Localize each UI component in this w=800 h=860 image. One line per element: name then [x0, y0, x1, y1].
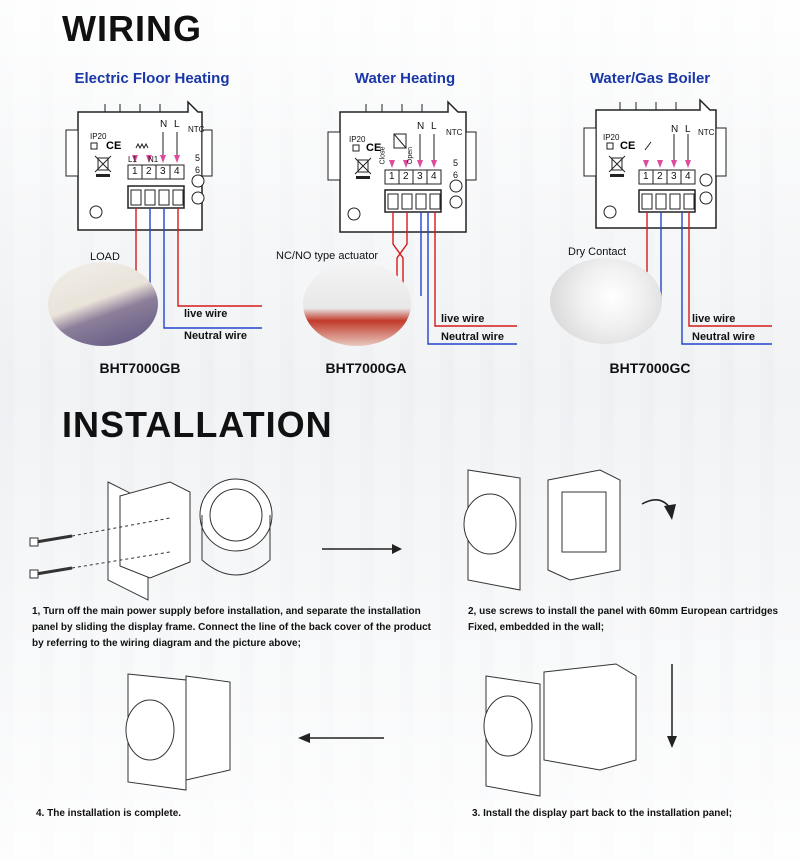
ntc-terminal-5-floor: 5	[195, 153, 201, 163]
step-1-text: 1, Turn off the main power supply before…	[32, 606, 431, 649]
n-label-floor: N	[160, 119, 168, 130]
model-boiler: BHT7000GC	[609, 360, 691, 376]
svg-text:CE: CE	[106, 140, 121, 152]
load-label: LOAD	[90, 251, 120, 263]
dry-contact-photo	[550, 258, 662, 344]
terminal-3-water: 3	[417, 171, 423, 182]
terminal-3-floor: 3	[160, 166, 166, 177]
actuator-label: NC/NO type actuator	[276, 250, 379, 262]
live-wire-label-floor: live wire	[184, 308, 228, 320]
terminal-1-water: 1	[389, 171, 395, 182]
n-label-water: N	[417, 121, 425, 132]
terminal-2-boiler: 2	[657, 171, 663, 182]
neutral-wire-label-floor: Neutral wire	[184, 330, 247, 342]
model-water: BHT7000GA	[325, 360, 407, 376]
live-wire-label-boiler: live wire	[692, 313, 736, 325]
neutral-wire-label-water: Neutral wire	[441, 331, 504, 343]
l-label-boiler: L	[685, 124, 691, 135]
term-l1-floor: L1	[128, 155, 137, 164]
ntc-terminal-6-water: 6	[453, 170, 459, 180]
terminal-2-floor: 2	[146, 166, 152, 177]
panel-title-water: Water Heating	[354, 70, 456, 87]
step-3-text: 3. Install the display part back to the …	[472, 808, 733, 819]
neutral-wire-label-boiler: Neutral wire	[692, 331, 755, 343]
ntc-terminal-5-water: 5	[453, 158, 459, 168]
panel-title-floor: Electric Floor Heating	[74, 70, 230, 87]
terminal-1-floor: 1	[132, 166, 138, 177]
step-2-text: 2, use screws to install the panel with …	[468, 606, 779, 633]
panel-title-boiler: Water/Gas Boiler	[589, 70, 711, 87]
terminal-4-floor: 4	[174, 166, 180, 177]
terminal-3-boiler: 3	[671, 171, 677, 182]
wiring-heading: WIRING	[62, 8, 202, 49]
terminal-2-water: 2	[403, 171, 409, 182]
installation-heading: INSTALLATION	[62, 404, 333, 445]
ip-label-water: IP20	[349, 135, 366, 144]
ntc-terminal-6-floor: 6	[195, 165, 201, 175]
terminal-4-water: 4	[431, 171, 437, 182]
l-label-water: L	[431, 121, 437, 132]
ip-label-floor: IP20	[90, 132, 107, 141]
actuator-photo	[303, 262, 411, 346]
svg-text:CE: CE	[620, 140, 635, 152]
ntc-label-boiler: NTC	[698, 128, 715, 137]
l-label-floor: L	[174, 119, 180, 130]
dry-contact-label: Dry Contact	[568, 246, 627, 258]
ntc-label-floor: NTC	[188, 125, 205, 134]
model-floor: BHT7000GB	[99, 360, 181, 376]
ntc-label-water: NTC	[446, 128, 463, 137]
live-wire-label-water: live wire	[441, 313, 485, 325]
ip-label-boiler: IP20	[603, 133, 620, 142]
terminal-4-boiler: 4	[685, 171, 691, 182]
term-n1-floor: N1	[148, 155, 159, 164]
svg-text:CE: CE	[366, 142, 381, 154]
step-4-text: 4. The installation is complete.	[36, 808, 182, 819]
n-label-boiler: N	[671, 124, 679, 135]
terminal-1-boiler: 1	[643, 171, 649, 182]
floor-heating-photo	[48, 262, 158, 346]
